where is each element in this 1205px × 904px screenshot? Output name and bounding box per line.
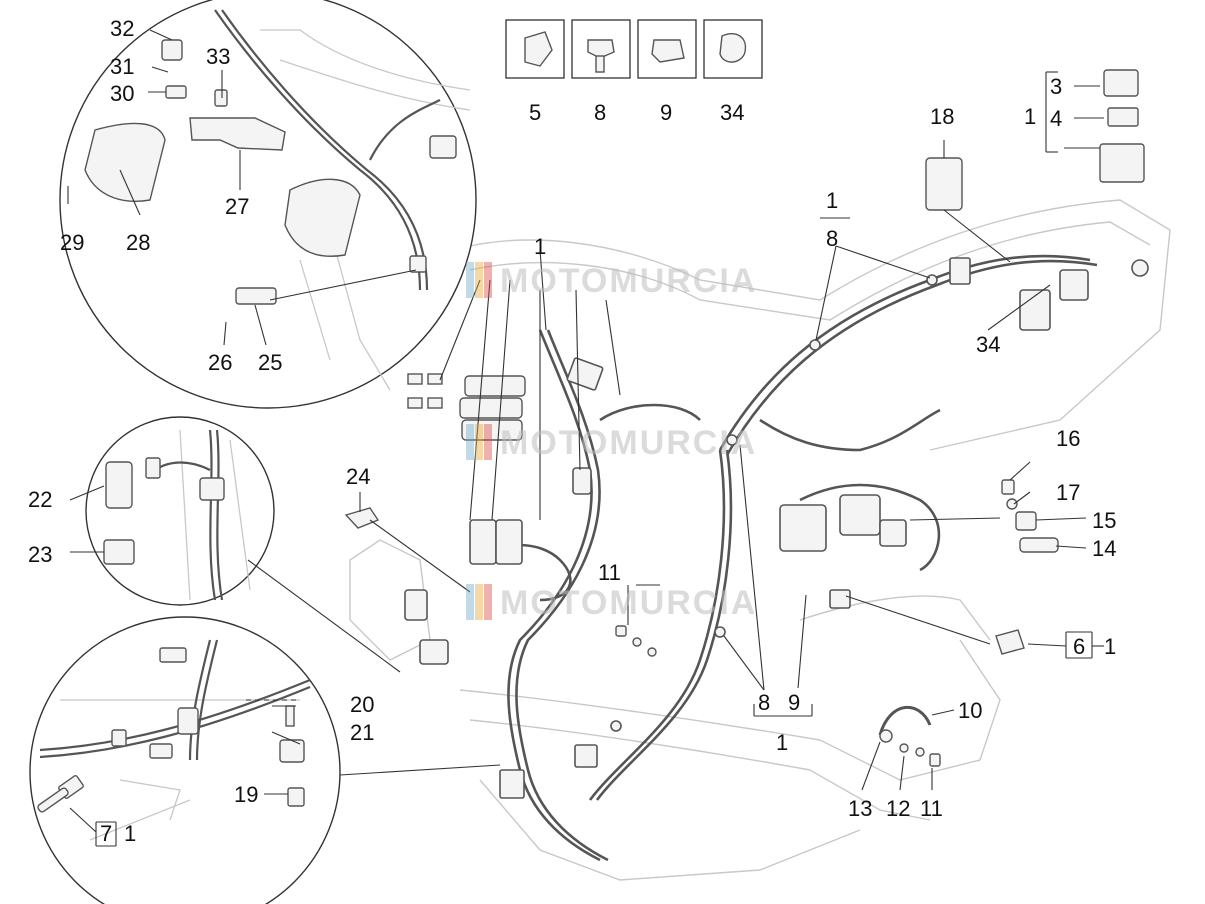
callout-label: 34	[720, 100, 745, 125]
callout-label: 1	[776, 730, 789, 755]
callout-label: 33	[206, 44, 231, 69]
callout-label: 32	[110, 16, 135, 41]
watermark-flag-icon	[466, 262, 492, 298]
callout-label: 17	[1056, 480, 1081, 505]
watermark: MOTOMURCIA	[500, 262, 758, 300]
callout-label: 15	[1092, 508, 1117, 533]
callout-label: 1	[1024, 104, 1037, 129]
callout-label: 19	[234, 782, 259, 807]
detail-circle-switch	[85, 416, 275, 606]
callout-label: 30	[110, 81, 135, 106]
watermark: MOTOMURCIA	[500, 424, 758, 462]
callout-label: 5	[529, 100, 542, 125]
loose-parts	[344, 479, 1059, 767]
callout-label: 9	[788, 690, 801, 715]
callout-label: 29	[60, 230, 85, 255]
callout-label: 26	[208, 350, 233, 375]
callout-label: 27	[225, 194, 250, 219]
callout-label: 21	[350, 720, 375, 745]
callout-label: 24	[346, 464, 371, 489]
callout-label: 12	[886, 796, 911, 821]
callout-label: 25	[258, 350, 283, 375]
callout-label: 9	[660, 100, 673, 125]
callout-label: 31	[110, 54, 135, 79]
callout-label: 8	[826, 226, 839, 251]
callout-label: 1	[1104, 634, 1117, 659]
chassis-outline	[349, 199, 1171, 881]
fuse-set	[407, 373, 526, 441]
callout-label: 8	[758, 690, 771, 715]
harness-connectors	[404, 257, 1149, 799]
callout-label: 11	[920, 796, 943, 821]
detail-circle-handlebar	[59, 0, 477, 409]
callout-label: 1	[534, 234, 547, 259]
callout-label: 11	[598, 560, 621, 585]
watermark-flag-icon	[466, 584, 492, 620]
callout-label: 3	[1050, 74, 1063, 99]
callout-label: 22	[28, 487, 53, 512]
callout-label: 10	[958, 698, 983, 723]
callout-label: 23	[28, 542, 53, 567]
detail-circle-sensor	[29, 616, 341, 904]
callout-label: 13	[848, 796, 873, 821]
callout-label: 16	[1056, 426, 1081, 451]
callout-label: 18	[930, 104, 955, 129]
watermark-flag-icon	[466, 424, 492, 460]
callout-label: 4	[1050, 106, 1063, 131]
relay-box	[925, 69, 1145, 211]
callout-label: 1	[124, 821, 137, 846]
clip-icons	[524, 31, 747, 73]
callout-label: 14	[1092, 536, 1117, 561]
watermark: MOTOMURCIA	[500, 584, 758, 622]
callout-label: 7	[100, 821, 113, 846]
main-harness	[469, 254, 1098, 862]
callout-label: 8	[594, 100, 607, 125]
callout-label: 20	[350, 692, 375, 717]
callout-label: 6	[1073, 634, 1086, 659]
callout-label: 28	[126, 230, 151, 255]
callout-label: 34	[976, 332, 1001, 357]
leader-lines	[67, 29, 1104, 847]
callout-label: 1	[826, 188, 839, 213]
